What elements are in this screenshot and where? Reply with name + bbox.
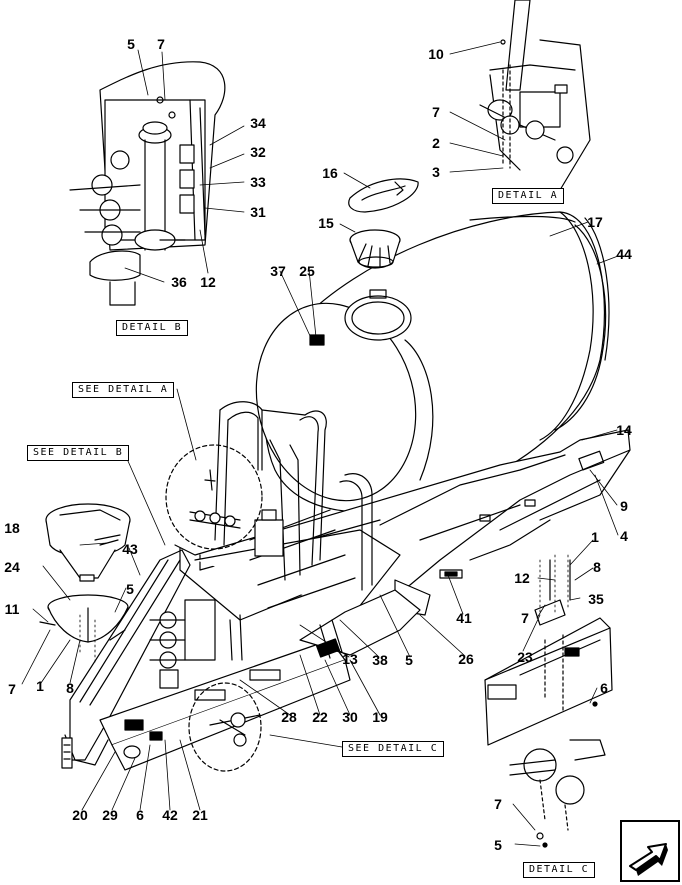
see-detail-a-label: SEE DETAIL A [72,382,175,398]
callout-4: 4 [620,528,628,544]
callout-10: 10 [428,46,444,62]
next-page-button[interactable] [620,820,680,882]
callout-11: 11 [4,601,20,617]
callout-42: 42 [162,807,178,823]
callout-7: 7 [157,36,165,52]
callout-30: 30 [342,709,358,725]
callout-31: 31 [250,204,266,220]
see-detail-c-label: SEE DETAIL C [342,741,445,757]
callout-1: 1 [591,529,599,545]
callout-12: 12 [200,274,216,290]
callout-43: 43 [122,541,138,557]
callout-9: 9 [620,498,628,514]
assembly-lines [79,554,569,666]
callout-3: 3 [432,164,440,180]
ladder-handrail [214,401,373,609]
callout-17: 17 [587,214,603,230]
detail-a-view [479,0,591,191]
tank [255,211,610,513]
callout-7: 7 [8,681,16,697]
callout-5: 5 [126,581,134,597]
callout-32: 32 [250,144,266,160]
see-detail-b-label: SEE DETAIL B [27,445,130,461]
next-page-arrow-icon [629,843,668,876]
callout-29: 29 [102,807,118,823]
callout-15: 15 [318,215,334,231]
callout-16: 16 [322,165,338,181]
callout-33: 33 [250,174,266,190]
callout-44: 44 [616,246,632,262]
callout-36: 36 [171,274,187,290]
callout-8: 8 [66,680,74,696]
callout-5: 5 [127,36,135,52]
callout-8: 8 [593,559,601,575]
callout-28: 28 [281,709,297,725]
detail-b-label: DETAIL B [116,320,189,336]
hitch-tongue [61,529,401,771]
detail-c-circle [188,682,262,772]
callout-2: 2 [432,135,440,151]
tank-lid [348,178,419,213]
callout-5: 5 [405,652,413,668]
callout-18: 18 [4,520,20,536]
funnel-basket [39,594,129,643]
callout-5: 5 [494,837,502,853]
callout-7: 7 [521,610,529,626]
detail-c-label: DETAIL C [523,862,596,878]
callout-14: 14 [616,422,632,438]
callout-38: 38 [372,652,388,668]
callout-22: 22 [312,709,328,725]
callout-1: 1 [36,678,44,694]
callout-41: 41 [456,610,472,626]
callout-19: 19 [372,709,388,725]
side-rail [299,589,421,659]
callout-37: 37 [270,263,286,279]
callout-6: 6 [136,807,144,823]
callout-20: 20 [72,807,88,823]
callout-26: 26 [458,651,474,667]
detail-b-view [69,61,226,306]
callout-13: 13 [342,651,358,667]
callout-34: 34 [250,115,266,131]
detail-a-label: DETAIL A [492,188,565,204]
chem-inductor [45,503,131,582]
pump-assembly [189,469,284,557]
callout-23: 23 [517,649,533,665]
detail-c-view [484,559,613,848]
callout-6: 6 [600,680,608,696]
callout-24: 24 [4,559,20,575]
strainer-basket [349,229,401,269]
callout-12: 12 [514,570,530,586]
callout-21: 21 [192,807,208,823]
callout-7: 7 [432,104,440,120]
callout-7: 7 [494,796,502,812]
detail-c-ghost [209,712,261,747]
detail-a-circle [165,444,263,550]
leader-lines [21,41,619,847]
callout-35: 35 [588,591,604,607]
tongue-valve-bank [149,599,243,689]
callout-25: 25 [299,263,315,279]
